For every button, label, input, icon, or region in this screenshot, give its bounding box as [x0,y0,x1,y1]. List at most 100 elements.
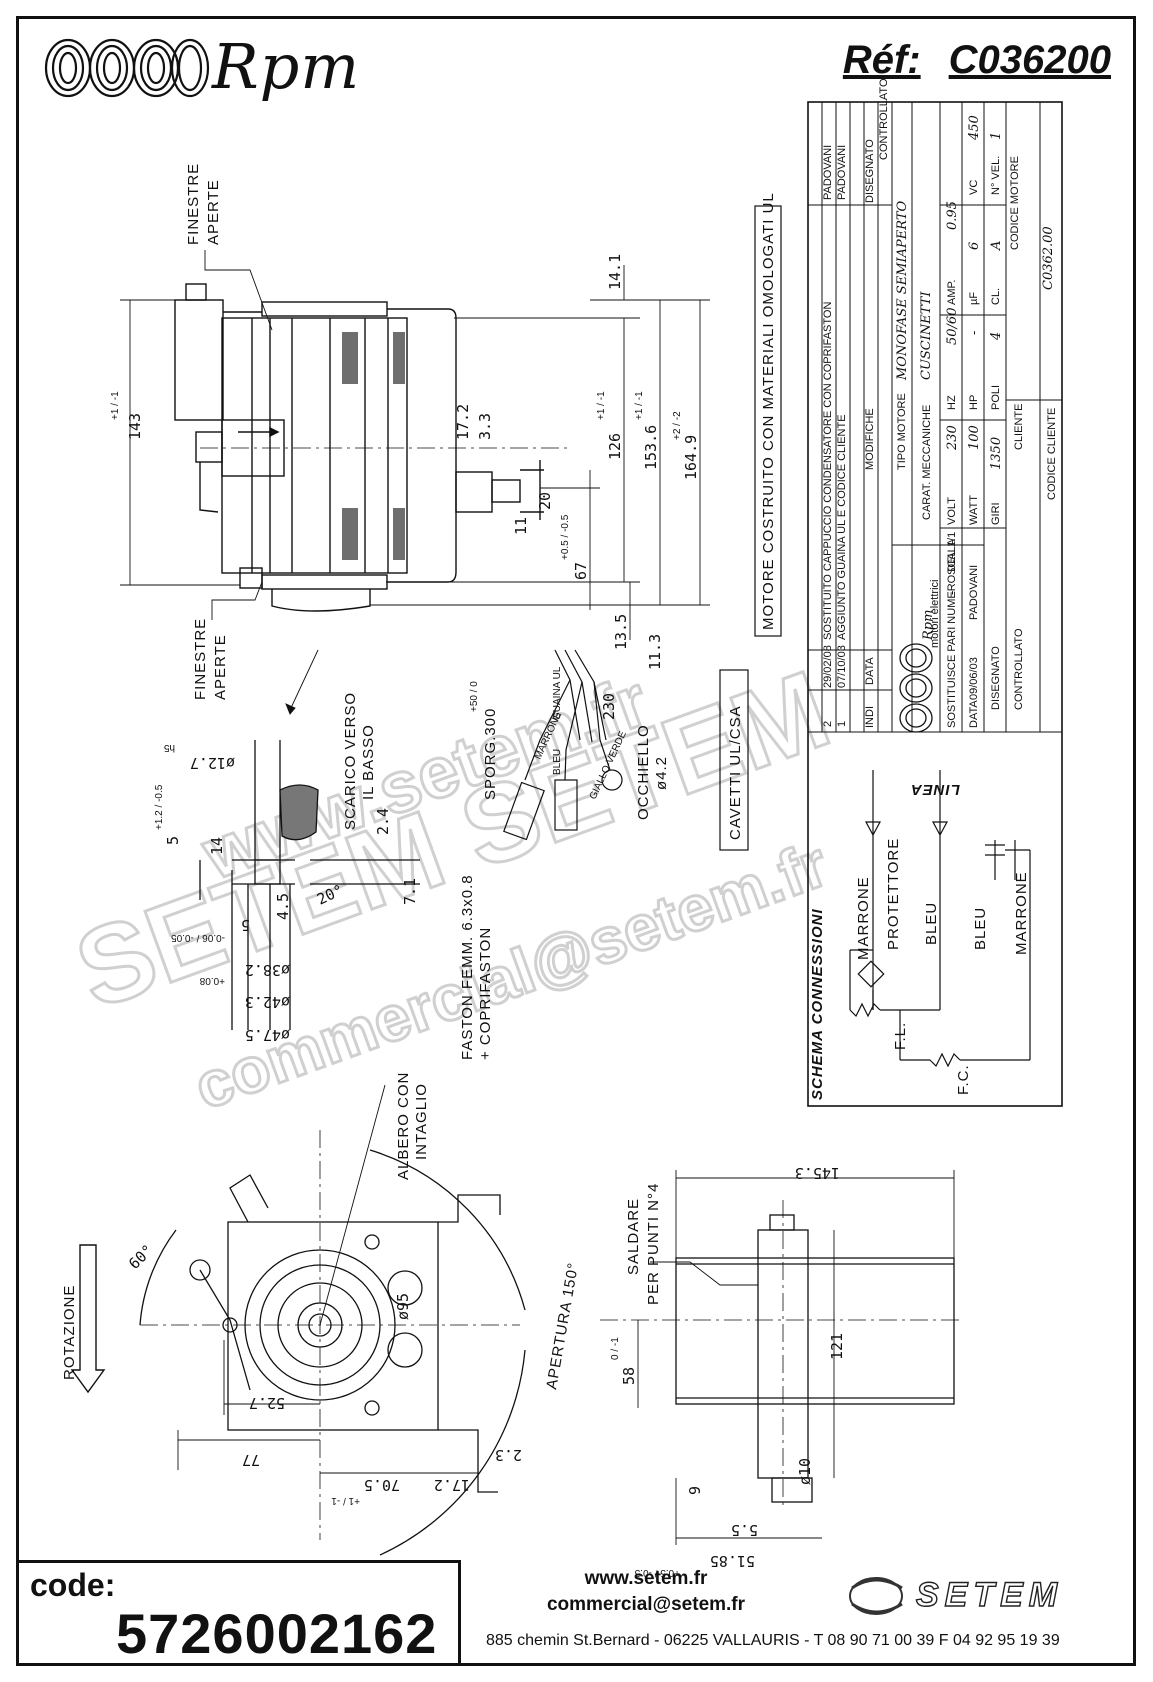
watt-label: WATT [968,495,980,525]
albero-label-2: INTAGLIO [413,1083,430,1160]
rev2-ind: 2 [822,721,834,727]
disegnato-label: DISEGNATO [990,646,1002,710]
dim-47-5: ø47.5 [245,1026,290,1044]
rev1-date: 07/10/03 [836,645,848,688]
code-value: 5726002162 [116,1602,438,1665]
dim-67: 67 [572,562,590,580]
ref-label: Réf: [842,38,921,82]
schema-marrone-1: MARRONE [855,876,872,960]
email-link[interactable]: commercial@setem.fr [546,1594,746,1615]
ref-code: C036200 [948,38,1111,82]
faston-label-2: + COPRIFASTON [477,927,494,1060]
dim-5-bottom-tol: -0.06 / -0.05 [171,932,225,943]
dim-153-6: 153.6 [642,425,660,470]
dim-2-3: 2.3 [495,1446,522,1464]
dim-38-2-tol: +0.08 [199,975,225,986]
materials-box [754,205,782,637]
bracket-view [600,1200,960,1510]
bracket-dimensions [637,1170,955,1545]
carat-label: CARAT. MECCANICHE [921,405,933,520]
schema-protettore: PROTETTORE [885,838,902,950]
dim-5-5: 5.5 [731,1521,758,1539]
occhiello-dim: ø4.2 [653,756,670,790]
website-link[interactable]: www.setem.fr [584,1568,708,1589]
cable-length: 230 [600,693,618,720]
dim-14: 14 [208,837,226,855]
dim-7-1: 7.1 [401,878,419,905]
rev2-drawn: PADOVANI [822,145,834,200]
code-box: code: 5726002162 [16,1560,461,1666]
sporg-label: SPORG.300 [482,708,499,800]
rev-header-checked: CONTROLLATO [878,78,890,160]
scarico-label-2: IL BASSO [360,724,377,800]
dim-70-5-tol: +1 / -1 [331,1495,360,1506]
hz-value: 50/60 [945,308,960,345]
dim-95: ø95 [394,1293,412,1320]
rev1-drawn: PADOVANI [836,145,848,200]
dim-67-tol: +0.5 / -0.5 [560,514,571,560]
dim-5-top-tol: +1.2 / -0.5 [154,784,165,830]
albero-label-1: ALBERO CON [395,1072,412,1180]
controllato-label: CONTROLLATO [1013,628,1025,710]
dim-51-85-tol: +0.5 / -0.5 [634,1567,680,1578]
tipo-label: TIPO MOTORE [896,393,908,470]
vc-label: VC [968,180,980,195]
dim-164-9: 164.9 [682,435,700,480]
dim-17-2b: 17.2 [434,1476,470,1494]
dim-145-3: 145.3 [795,1164,840,1182]
apertura-label: APERTURA 150° [543,1261,582,1391]
tb-company-sub: motori elettrici [929,580,941,648]
giri-value: 1350 [989,437,1004,470]
reference: Réf: C036200 [843,38,1111,83]
dim-14-1: 14.1 [606,254,624,290]
linea-label: LINEA [910,781,960,798]
dim-51-85: 51.85 [710,1552,755,1570]
nvel-value: 1 [989,132,1004,140]
schema-bleu-1: BLEU [923,902,940,945]
rev-header-date: DATA [864,657,876,685]
tb-coil-icon [899,643,933,733]
wiring-schema [849,770,1031,1068]
codice-motore-label: CODICE MOTORE [1009,156,1021,250]
dim-5-bottom: 5 [241,916,250,934]
rev1-ind: 1 [836,721,848,727]
bleu-wire-label: BLEU [552,749,563,775]
dim-17-2a: 17.2 [454,404,472,440]
hz-label: HZ [946,395,958,410]
finestre-label-top: FINESTRE [185,163,202,245]
dim-121: 121 [828,1333,846,1360]
tb-company: Rpm [921,610,936,641]
occhiello-label: OCCHIELLO [635,724,652,820]
dim-70-5: 70.5 [364,1476,400,1494]
dim-126: 126 [606,433,624,460]
faston-label-1: FASTON FEMM. 6.3x0.8 [459,874,476,1060]
sostituisce-label: SOSTITUISCE PARI NUMERO DEL [946,550,958,728]
dim-60-deg: 60° [125,1241,157,1273]
rev-header-ind: INDI [864,706,876,728]
setem-logo: SETEM [849,1575,1063,1615]
amp-label: AMP. [946,280,958,305]
uf-label: µF [968,292,980,305]
dim-9: 9 [686,1486,704,1495]
motor-side-view [174,283,570,612]
data-label: DATA [968,700,980,728]
front-dimensions [177,1340,479,1480]
watt-value: 100 [967,425,982,450]
aperte-label-bottom: APERTE [212,634,229,700]
rev-header-mod: MODIFICHE [864,408,876,470]
dim-2-4: 2.4 [374,808,392,835]
brand-name: Rpm [212,30,361,103]
dim-3-3: 3.3 [476,413,494,440]
setem-wordmark: SETEM [916,1576,1063,1614]
codice-cliente-label: CODICE CLIENTE [1046,408,1058,500]
cables-note: CAVETTI UL/CSA [727,705,744,840]
title-block-text: SOSTITUITO CAPPUCCIO CONDENSATORE CON CO… [822,78,1058,733]
saldare-label-2: PER PUNTI N°4 [645,1183,662,1305]
footer: code: 5726002162 www.setem.fr commercial… [16,1560,1136,1666]
finestre-label-bottom: FINESTRE [192,618,209,700]
data-value: 09/06/03 [968,657,980,700]
volt-label: VOLT [946,497,958,525]
dim-42-3: ø42.3 [245,993,290,1011]
sporg-tol: +50 / 0 [469,681,480,712]
